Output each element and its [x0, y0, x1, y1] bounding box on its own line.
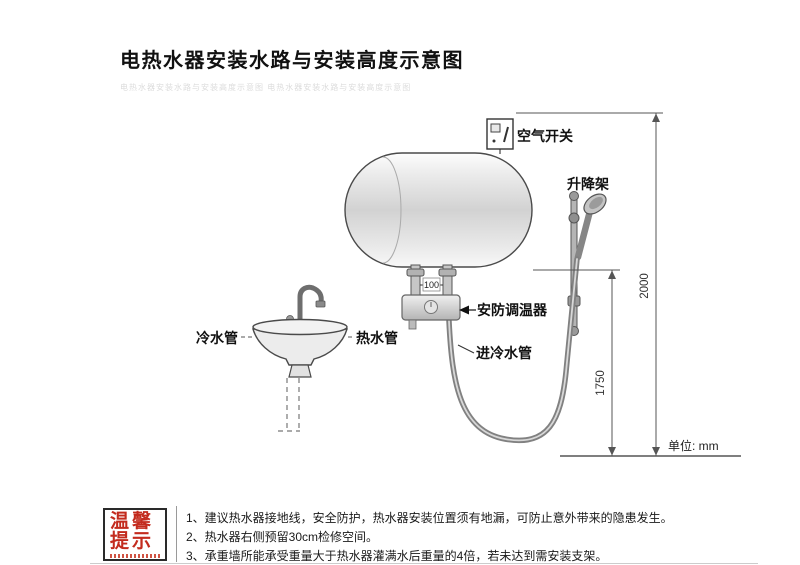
- shower-head-icon: [583, 193, 607, 215]
- cold-inlet-nut: [438, 268, 457, 277]
- shower-head-face: [589, 196, 603, 210]
- pipe-labels: 冷水管 热水管 进冷水管: [196, 330, 532, 361]
- air-switch-screw: [492, 139, 496, 143]
- faucet-spout-tip: [315, 300, 326, 308]
- shower-handle: [574, 207, 594, 261]
- valve-drain-stub: [408, 319, 417, 330]
- hot-outlet-pipe: [410, 264, 421, 298]
- air-switch-lever: [503, 126, 509, 143]
- dim-2000-arrow-up: [652, 113, 660, 122]
- notes-divider: [176, 506, 177, 562]
- lift-rack-label: 升降架: [567, 176, 609, 192]
- note-item-2: 2、热水器右侧预留30cm检修空间。: [186, 530, 379, 544]
- shower-rail: [570, 192, 578, 334]
- dim-2000-label: 2000: [639, 273, 651, 299]
- wash-basin: [252, 284, 348, 432]
- stamp-line2: 提示: [110, 531, 155, 552]
- rail-bottom-cap: [569, 326, 579, 336]
- tank-pipes: 100: [406, 264, 457, 298]
- inlet-pipe-label: 进冷水管: [476, 345, 532, 361]
- dim-100-box: [422, 277, 441, 292]
- note-list: 1、建议热水器接地线，安全防护，热水器安装位置须有地漏，可防止意外带来的隐患发生…: [186, 509, 761, 565]
- dim-2000-arrow-down: [652, 447, 660, 456]
- air-switch: 空气开关: [486, 118, 573, 154]
- unit-label: 单位: mm: [668, 438, 719, 453]
- rail-bracket-bottom: [567, 295, 581, 307]
- basin-bowl: [252, 328, 348, 366]
- dimensions: 2000 1750 单位: mm: [516, 112, 741, 457]
- tank-cap-seam: [382, 156, 402, 264]
- hose-highlight: [448, 258, 578, 442]
- inlet-pipe-leader: [457, 344, 475, 354]
- tips-stamp: 温馨 提示: [103, 508, 167, 561]
- water-heater-tank: [344, 152, 533, 268]
- dim-1750-arrow-up: [608, 270, 616, 279]
- thermostat-arrow-icon: [459, 305, 469, 315]
- watermark-text: 电热水器安装水路与安装高度示意图 电热水器安装水路与安装高度示意图: [120, 83, 412, 92]
- air-switch-box-icon: [486, 118, 514, 150]
- rail-top-cap: [569, 191, 579, 201]
- stamp-fineprint: [110, 554, 161, 558]
- basin-rim: [252, 318, 348, 336]
- cold-inlet-pipe-stub: [442, 264, 453, 298]
- dim-1750-label: 1750: [595, 370, 607, 396]
- page-title: 电热水器安装水路与安装高度示意图: [120, 50, 464, 72]
- note-item-1: 1、建议热水器接地线，安全防护，热水器安装位置须有地漏，可防止意外带来的隐患发生…: [186, 511, 673, 525]
- rail-bracket-top: [568, 212, 580, 224]
- basin-pedestal: [288, 364, 312, 378]
- note-item-3: 3、承重墙所能承受重量大于热水器灌满水后重量的4倍，若未达到需安装支架。: [186, 549, 608, 563]
- valve-body: [401, 294, 461, 321]
- tank-body: [344, 152, 533, 268]
- air-switch-label: 空气开关: [517, 128, 573, 144]
- faucet-icon: [297, 284, 324, 326]
- stamp-line1: 温馨: [110, 511, 155, 532]
- air-switch-terminal: [490, 123, 501, 133]
- shower-hose: [446, 256, 580, 444]
- thermostat-label: 安防调温器: [477, 302, 548, 318]
- cold-pipe-label: 冷水管: [196, 330, 238, 346]
- valve-dial: [424, 300, 438, 314]
- installation-diagram: 空气开关 升降架 100: [196, 112, 741, 457]
- hot-outlet-nut: [406, 268, 425, 277]
- lift-rack: 升降架: [567, 176, 609, 336]
- faucet-handle: [286, 315, 294, 323]
- dim-1750-arrow-down: [608, 447, 616, 456]
- notes-section: 温馨 提示 1、建议热水器接地线，安全防护，热水器安装位置须有地漏，可防止意外带…: [0, 505, 800, 564]
- dim-100-label: 100: [424, 280, 439, 290]
- hose-outer: [446, 256, 580, 444]
- thermostat-valve: 安防调温器: [401, 294, 548, 330]
- hot-pipe-label: 热水管: [356, 330, 398, 346]
